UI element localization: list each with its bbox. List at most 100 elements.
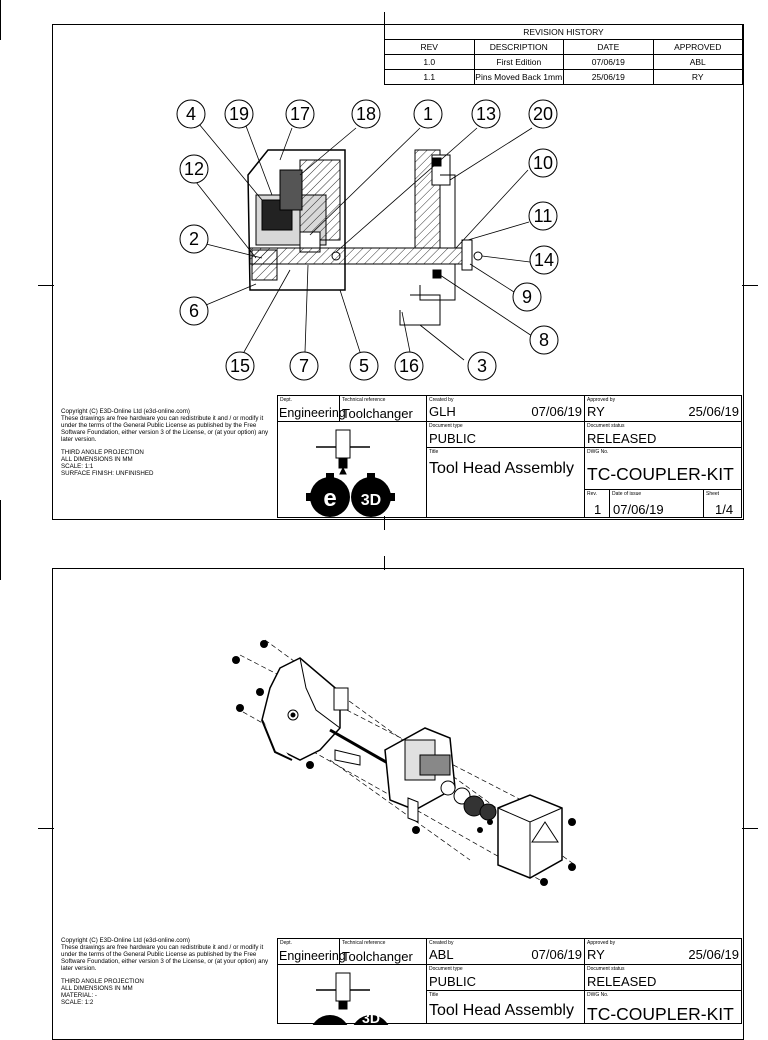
e3d-logo: e 3D [306,429,395,517]
center-mark-bottom [384,516,385,530]
title-cell: Title Tool Head Assembly [426,990,585,1024]
techref-label: Technical reference [342,397,386,403]
dwg-label: DWG No. [587,992,609,998]
status-label: Document status [587,423,625,429]
created-date: 07/06/19 [531,404,582,419]
dept-cell: Dept. Engineering [277,395,346,422]
finish-note: SURFACE FINISH: UNFINISHED [61,470,154,477]
drawing-sheet-1 [52,24,744,520]
approved-cell: Approved by RY 25/06/19 [584,395,742,422]
gear-icon: e 3D [306,473,395,517]
balloon-label: 14 [534,250,554,270]
doctype-cell: Document type PUBLIC [426,964,585,991]
created-date: 07/06/19 [531,947,582,962]
balloon-label: 3 [477,356,487,376]
svg-text:e: e [323,485,336,512]
edge-mark [0,500,1,580]
balloon-label: 8 [539,330,549,350]
scale-note: SCALE: 1:2 [61,999,94,1006]
center-mark-right [742,828,758,829]
doctype-label: Document type [429,423,463,429]
center-mark-top [384,556,385,570]
created-by: ABL [429,947,454,962]
techref-label: Technical reference [342,940,386,946]
issue-date: 07/06/19 [613,502,664,517]
sheet-label: Sheet [706,491,720,497]
techref-cell: Technical reference Toolchanger [339,938,427,965]
approved-label: Approved by [587,940,616,946]
status-cell: Document status RELEASED [584,421,742,448]
balloon-label: 9 [522,287,532,307]
approved-date: 25/06/19 [688,947,739,962]
center-mark-right [742,285,758,286]
dwg-number: TC-COUPLER-KIT [587,464,734,484]
copyright-notice: Copyright (C) E3D-Online Ltd (e3d-online… [61,937,276,1006]
license-text: These drawings are free hardware you can… [61,944,269,972]
approved-by: RY [587,404,605,419]
dwg-cell: DWG No. TC-COUPLER-KIT [584,447,742,490]
balloon-label: 5 [359,356,369,376]
balloon-label: 13 [476,104,496,124]
copyright-line: Copyright (C) E3D-Online Ltd (e3d-online… [61,937,190,944]
copyright-notice: Copyright (C) E3D-Online Ltd (e3d-online… [61,408,276,477]
created-by: GLH [429,404,456,419]
drawing-title: Tool Head Assembly [429,1002,574,1019]
created-label: Created by [429,397,454,403]
techref-cell: Technical reference Toolchanger [339,395,427,422]
balloon-label: 2 [189,229,199,249]
edge-mark [0,0,1,40]
approved-cell: Approved by RY 25/06/19 [584,938,742,965]
dimensions-note: ALL DIMENSIONS IN MM [61,456,133,463]
balloon-label: 12 [184,159,204,179]
logo-cell: e 3D [277,421,427,518]
rev-label: Rev. [587,491,597,497]
balloon-label: 20 [533,104,553,124]
balloon-label: 10 [533,153,553,173]
rev-cell: Rev. 1 [584,489,610,518]
techref-value: Toolchanger [342,406,413,421]
status-label: Document status [587,966,625,972]
screw-icon [232,640,576,886]
e3d-logo: 3D [310,972,391,1040]
title-label: Title [429,992,439,998]
dwg-cell: DWG No. TC-COUPLER-KIT [584,990,742,1024]
approved-label: Approved by [587,397,616,403]
gear-icon: 3D [310,1010,391,1040]
balloon-label: 17 [290,104,310,124]
projection-note: THIRD ANGLE PROJECTION [61,449,144,456]
copyright-line: Copyright (C) E3D-Online Ltd (e3d-online… [61,408,190,415]
title-label: Title [429,449,439,455]
balloon-label: 7 [299,356,309,376]
sheet-number: 1/4 [715,502,734,517]
part-balloons: 4 19 17 18 1 13 20 12 10 11 2 14 9 6 8 1… [176,99,559,381]
material-note: MATERIAL: - [61,992,97,999]
description-cell: Pins Moved Back 1mm [473,69,564,85]
scale-note: SCALE: 1:1 [61,463,94,470]
doctype-cell: Document type PUBLIC [426,421,585,448]
status-cell: Document status RELEASED [584,964,742,991]
balloon-label: 19 [229,104,249,124]
doctype-label: Document type [429,966,463,972]
exploded-view-drawing [232,639,576,886]
created-cell: Created by ABL 07/06/19 [426,938,585,965]
balloon-label: 6 [189,301,199,321]
balloon-label: 15 [230,356,250,376]
projection-note: THIRD ANGLE PROJECTION [61,978,144,985]
section-view-drawing: 4 19 17 18 1 13 20 12 10 11 2 14 9 6 8 1… [176,99,559,381]
table-row: 1.1 Pins Moved Back 1mm 25/06/19 RY [384,69,743,85]
dimensions-note: ALL DIMENSIONS IN MM [61,985,133,992]
balloon-label: 11 [534,206,553,226]
dwg-label: DWG No. [587,449,609,455]
title-cell: Title Tool Head Assembly [426,447,585,518]
sheet-cell: Sheet 1/4 [703,489,742,518]
balloon-label: 4 [186,104,196,124]
approved-cell: RY [652,69,743,85]
dept-value: Engineering [279,406,346,420]
approved-date: 25/06/19 [688,404,739,419]
doctype-value: PUBLIC [429,431,476,446]
techref-value: Toolchanger [342,949,413,964]
dept-value: Engineering [279,949,346,963]
license-text: These drawings are free hardware you can… [61,415,269,443]
created-cell: Created by GLH 07/06/19 [426,395,585,422]
drawing-title: Tool Head Assembly [429,460,574,477]
